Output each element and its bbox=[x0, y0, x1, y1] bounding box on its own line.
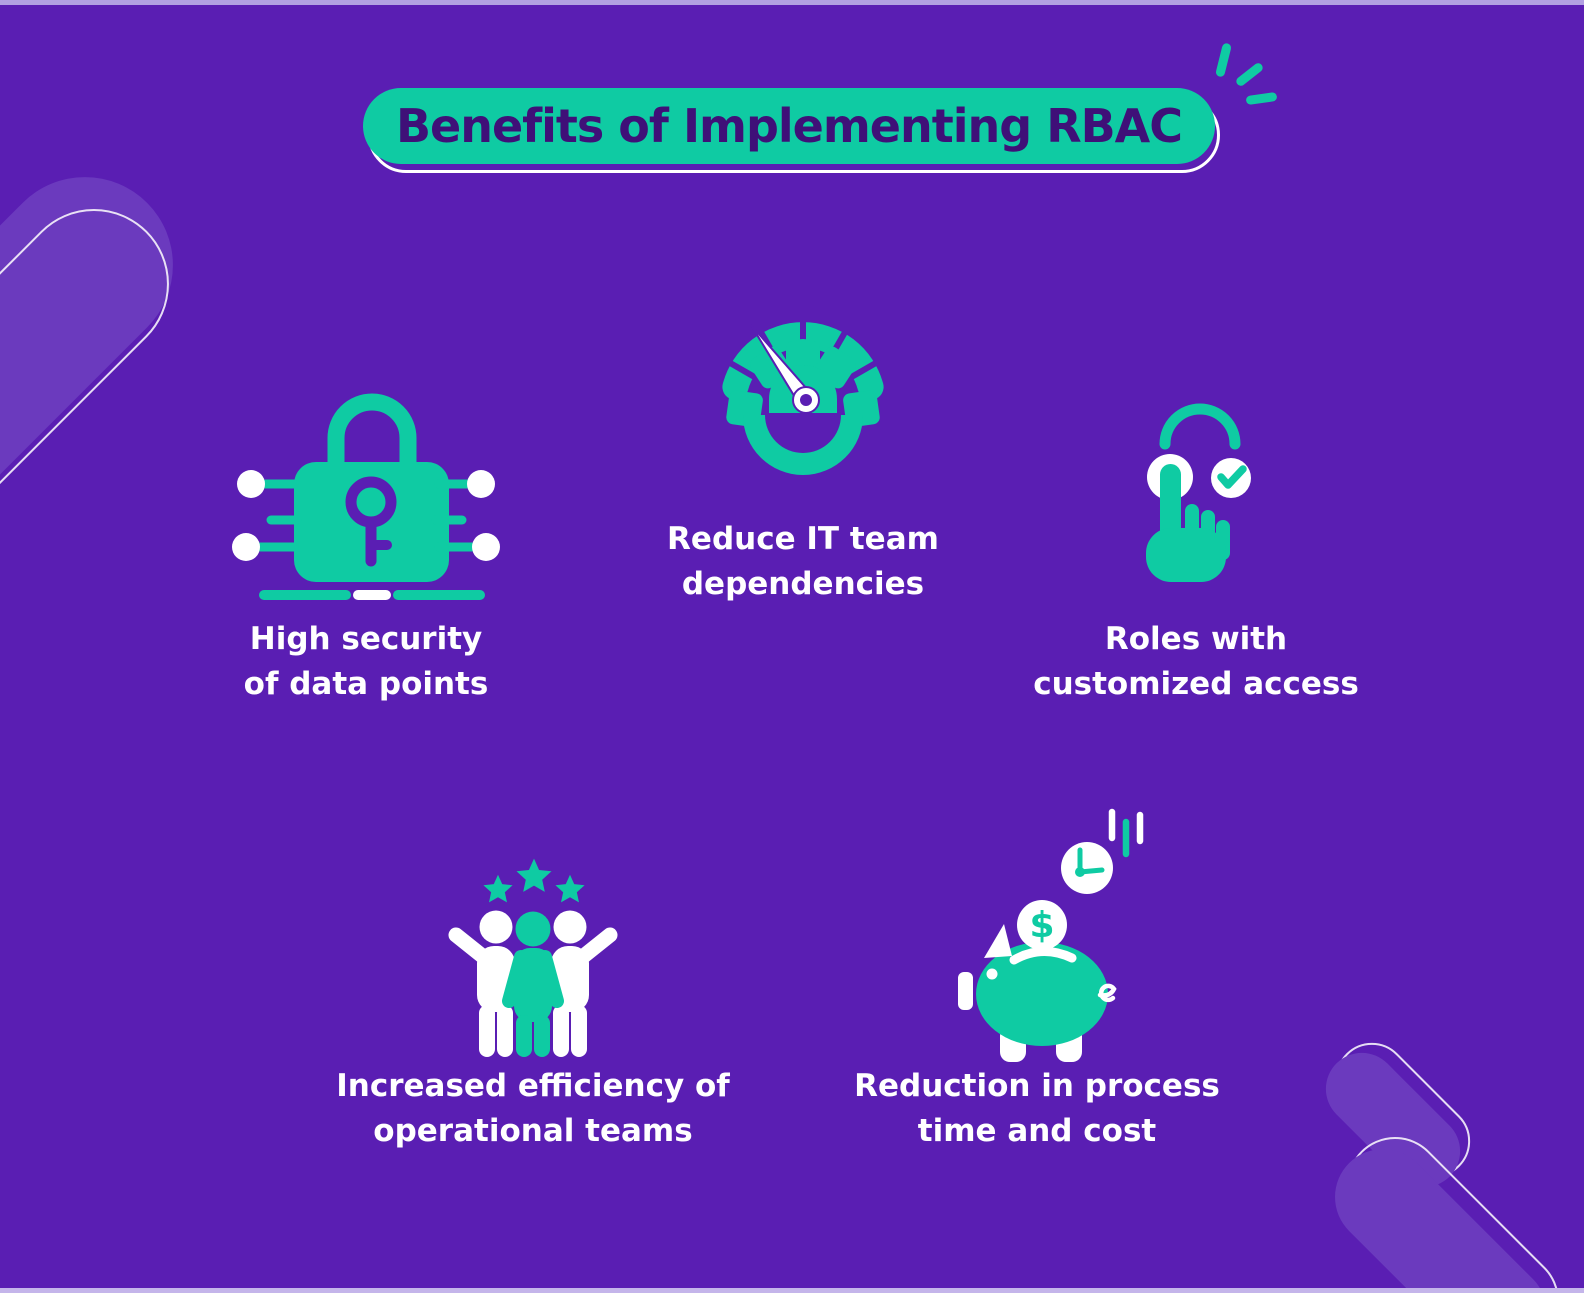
piggy-bank-clock-coin-icon: $ bbox=[958, 808, 1144, 1062]
sparkle-dash-icon bbox=[1245, 91, 1278, 106]
gauge-gear-person-icon bbox=[722, 321, 884, 475]
benefit-label: Reduction in process time and cost bbox=[854, 1068, 1220, 1149]
dollar-sign: $ bbox=[1029, 905, 1054, 946]
benefit-label: Reduce IT team dependencies bbox=[667, 521, 939, 602]
title-banner: Benefits of Implementing RBAC bbox=[363, 88, 1215, 164]
sparkle-dash-icon bbox=[1234, 61, 1265, 88]
lock-circuit-icon bbox=[232, 393, 500, 600]
team-three-people-stars-icon bbox=[448, 858, 618, 1057]
top-edge-strip bbox=[0, 0, 1584, 5]
sparkle-dash-icon bbox=[1215, 42, 1232, 78]
bottom-edge-strip bbox=[0, 1288, 1584, 1293]
benefit-label: High security of data points bbox=[243, 621, 489, 702]
benefit-label: Increased efficiency of operational team… bbox=[336, 1068, 730, 1149]
hand-press-check-icon bbox=[1146, 403, 1251, 582]
page-title: Benefits of Implementing RBAC bbox=[395, 99, 1183, 153]
benefit-label: Roles with customized access bbox=[1033, 621, 1359, 702]
